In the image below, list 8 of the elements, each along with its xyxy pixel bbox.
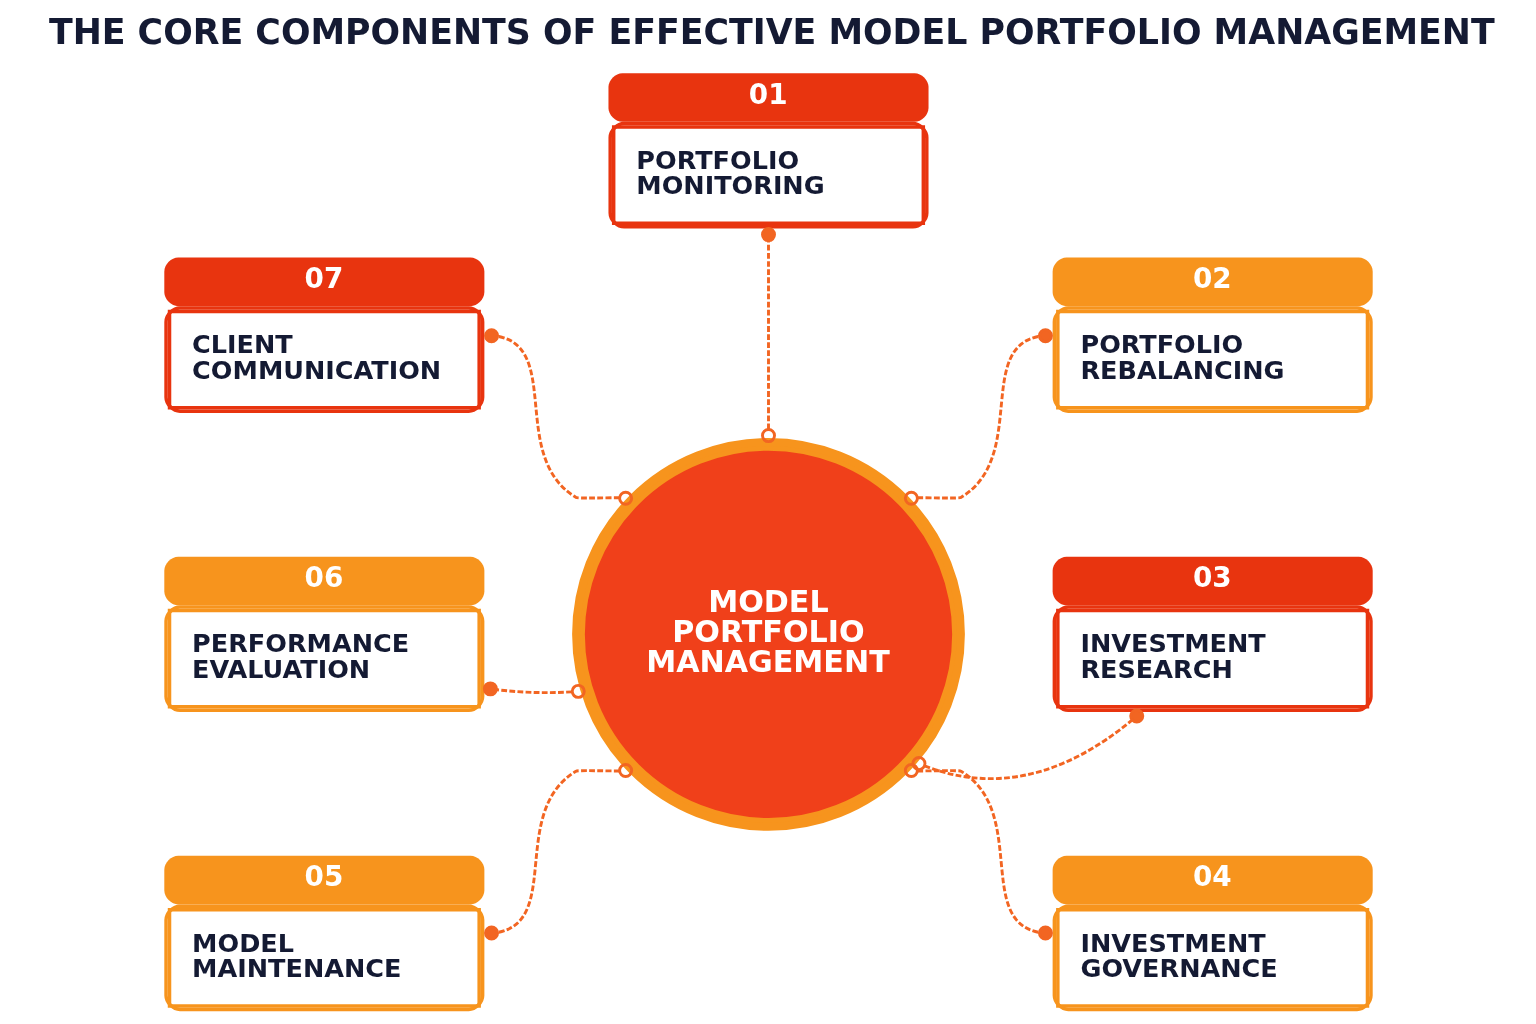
connector — [903, 328, 1053, 506]
connector — [483, 328, 633, 506]
connector — [910, 708, 1144, 780]
diagram-title: THE CORE COMPONENTS OF EFFECTIVE MODEL PORTFOLIO MANAGEMENT — [48, 12, 1495, 53]
connector — [903, 763, 1053, 941]
connector — [483, 763, 633, 941]
connector — [760, 227, 776, 444]
connector — [482, 681, 586, 699]
